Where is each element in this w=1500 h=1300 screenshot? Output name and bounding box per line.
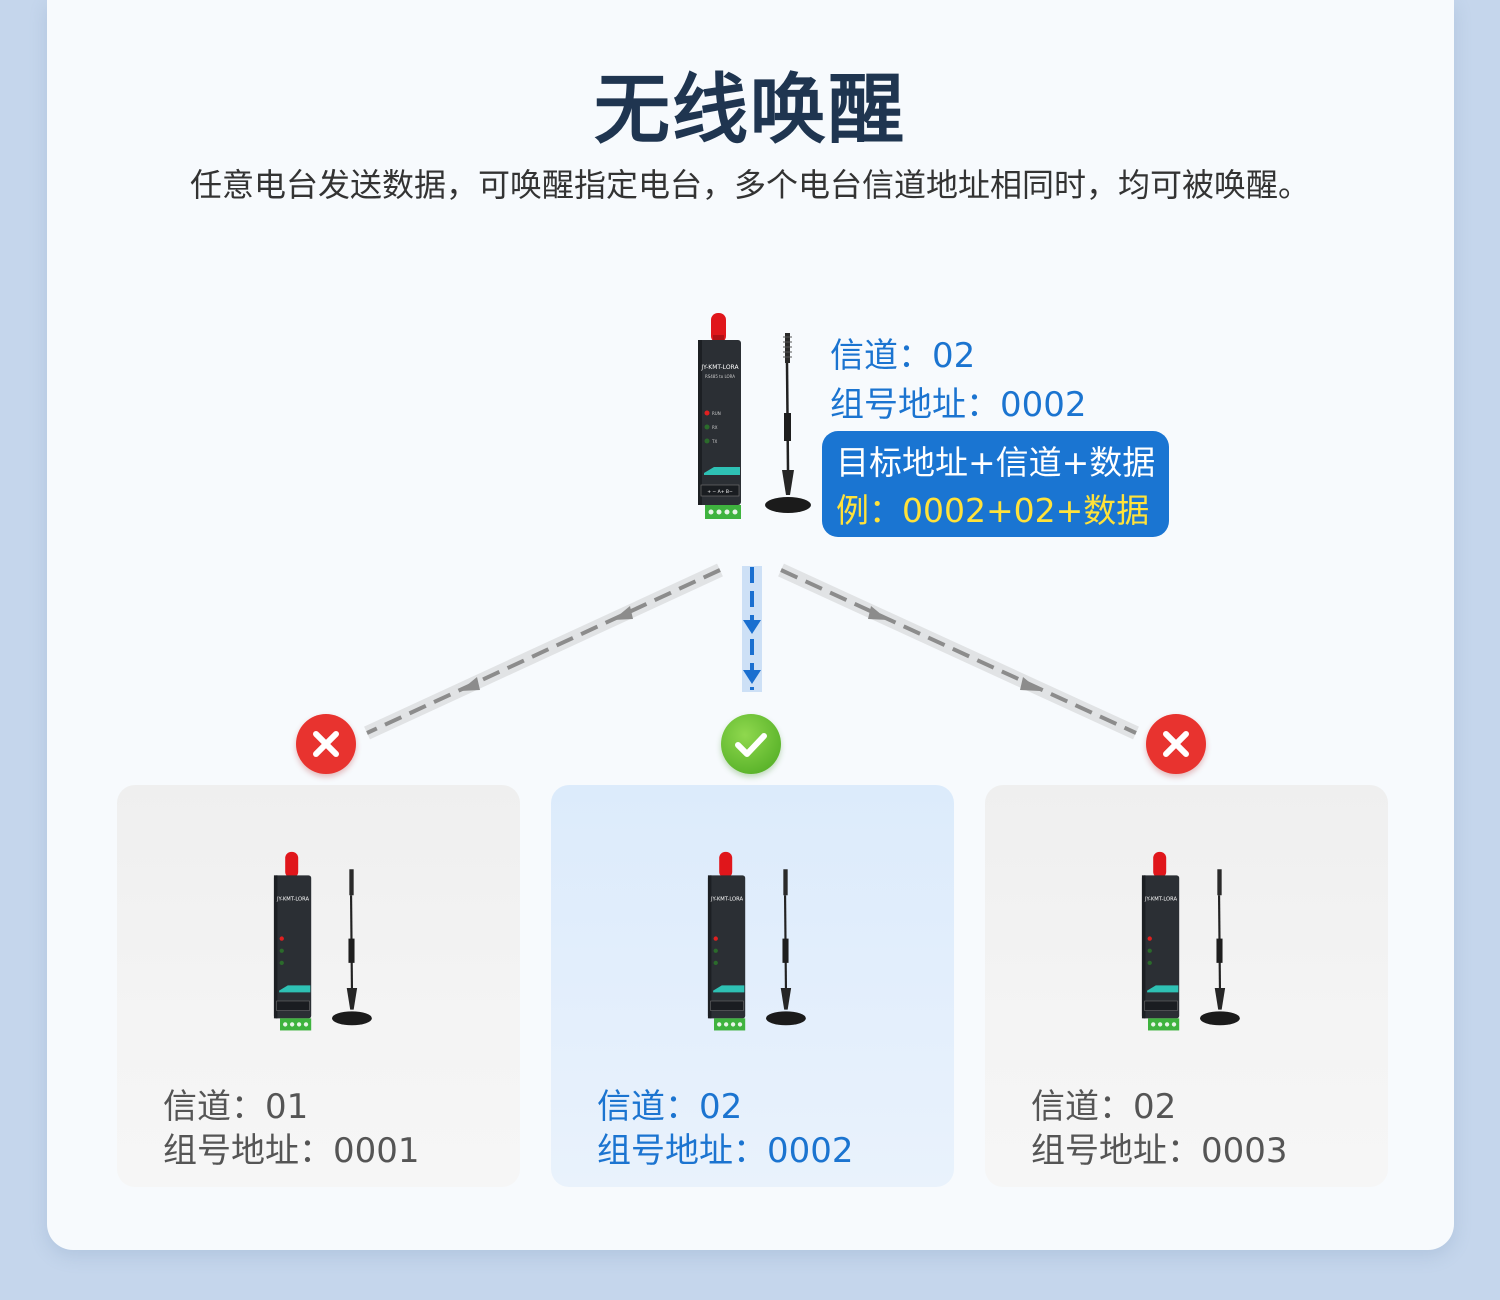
arrow-center [742,566,762,692]
close-icon [313,731,339,757]
receiver-address: 组号地址：0001 [163,1131,420,1171]
receiver-info: 信道：01 组号地址：0001 [163,1085,420,1173]
receiver-radio-device: JY-KMT-LORA [273,851,372,1031]
device-brand-label: JY-KMT-LORA [710,896,744,902]
terminal-label: + − A+ B− [707,489,733,495]
receiver-card-3: JY-KMT-LORA 信道：02 组号地址：0003 [985,785,1388,1187]
command-format: 目标地址+信道+数据 [836,443,1156,482]
checkmark-icon [735,733,767,757]
accept-badge-center [721,714,781,774]
receiver-address: 组号地址：0002 [597,1131,854,1171]
receiver-radio-device: JY-KMT-LORA [707,851,806,1031]
receiver-channel: 信道：01 [163,1087,309,1127]
receiver-radio-device: JY-KMT-LORA [1141,851,1240,1031]
device-brand-label: JY-KMT-LORA [700,364,739,371]
transmission-arrows [364,563,1139,740]
receiver-channel: 信道：02 [597,1087,743,1127]
device-brand-label: JY-KMT-LORA [1144,896,1178,902]
receiver-address: 组号地址：0003 [1031,1131,1288,1171]
receiver-info: 信道：02 组号地址：0003 [1031,1085,1288,1173]
reject-badge-left [296,714,356,774]
led-label-rx: RX [712,425,718,430]
source-channel: 信道：02 [830,336,976,376]
source-info: 信道：02 组号地址：0002 [830,332,1087,430]
led-label-run: RUN [712,411,721,416]
source-radio-device: JY-KMT-LORA RS485 to LORA RUN RX TX + − … [698,313,811,519]
receiver-card-2: JY-KMT-LORA 信道：02 组号地址：0002 [551,785,954,1187]
receiver-info: 信道：02 组号地址：0002 [597,1085,854,1173]
device-brand-label: JY-KMT-LORA [276,896,310,902]
command-example: 例：0002+02+数据 [836,491,1150,530]
receiver-card-1: JY-KMT-LORA 信道：01 组号地址：0001 [117,785,520,1187]
receiver-channel: 信道：02 [1031,1087,1177,1127]
page-title: 无线唤醒 [594,65,906,154]
arrow-right [778,563,1139,740]
led-label-tx: TX [711,439,717,444]
antenna [765,333,811,513]
page-subtitle: 任意电台发送数据，可唤醒指定电台，多个电台信道地址相同时，均可被唤醒。 [189,166,1310,204]
close-icon [1163,731,1189,757]
command-bubble: 目标地址+信道+数据 例：0002+02+数据 [822,431,1169,537]
source-address: 组号地址：0002 [830,385,1087,425]
device-model-label: RS485 to LORA [705,374,735,379]
arrow-left [364,563,723,740]
reject-badge-right [1146,714,1206,774]
